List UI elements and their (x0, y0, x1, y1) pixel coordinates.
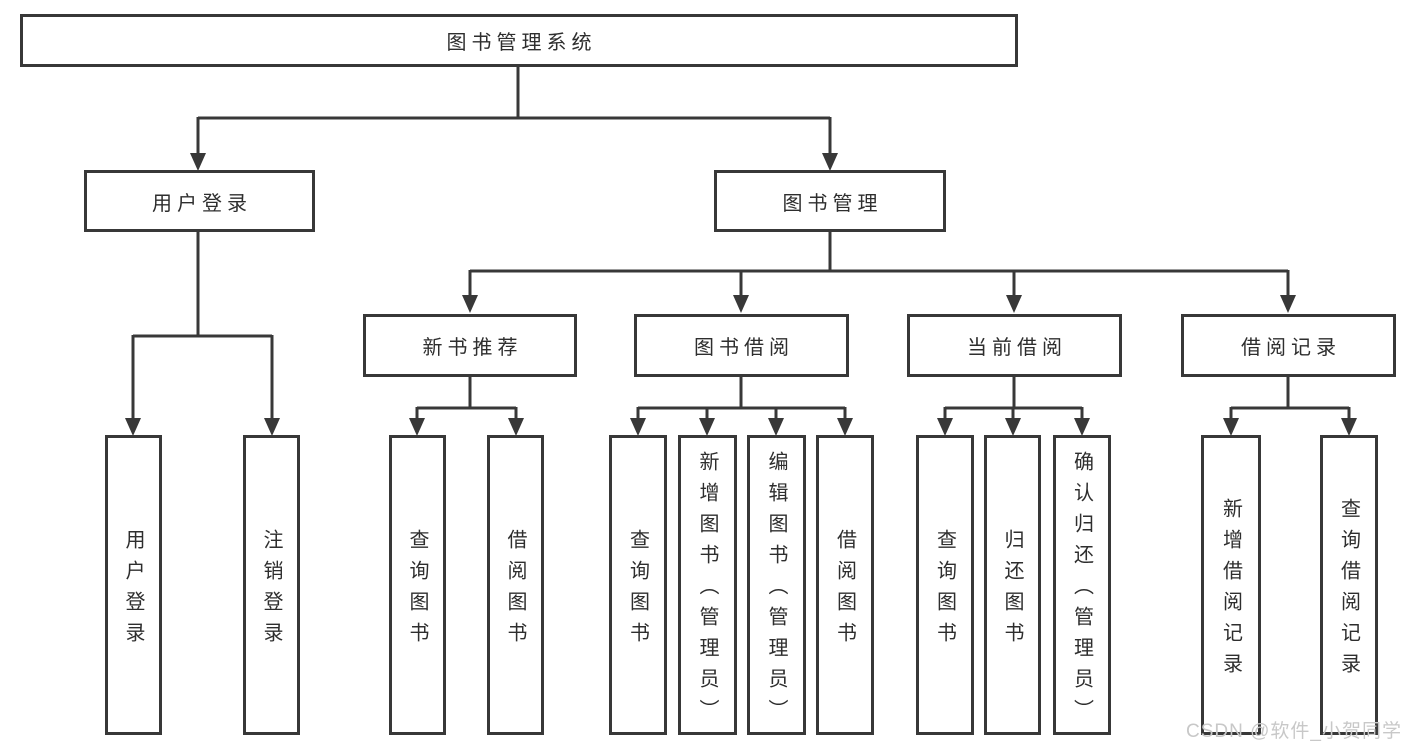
node-book-management: 图书管理 (714, 170, 946, 232)
leaf-add-book-admin: 新增图书（管理员） (678, 435, 737, 735)
node-label: 新增图书（管理员） (696, 451, 718, 730)
node-library-management-system: 图书管理系统 (20, 14, 1018, 67)
node-label: 查询借阅记录 (1337, 497, 1360, 684)
leaf-borrow-books: 借阅图书 (487, 435, 544, 735)
node-book-borrowing: 图书借阅 (634, 314, 849, 377)
leaf-query-books: 查询图书 (916, 435, 974, 735)
leaf-borrow-books: 借阅图书 (816, 435, 874, 735)
node-label: 归还图书 (1001, 528, 1023, 653)
node-current-borrowing: 当前借阅 (907, 314, 1122, 377)
leaf-return-book: 归还图书 (984, 435, 1041, 735)
node-label: 用户登录 (152, 192, 252, 215)
node-label: 借阅图书 (833, 528, 856, 653)
leaf-query-borrow-record: 查询借阅记录 (1320, 435, 1378, 735)
node-label: 新增借阅记录 (1219, 497, 1242, 684)
node-label: 用户登录 (122, 528, 144, 653)
node-label: 查询图书 (626, 528, 649, 653)
node-label: 图书借阅 (694, 337, 794, 359)
node-label: 当前借阅 (967, 337, 1067, 359)
leaf-query-books: 查询图书 (609, 435, 667, 735)
node-label: 图书管理 (782, 192, 883, 215)
leaf-query-books: 查询图书 (389, 435, 446, 735)
node-label: 确认归还（管理员） (1070, 451, 1093, 730)
leaf-edit-book-admin: 编辑图书（管理员） (747, 435, 806, 735)
node-label: 借阅记录 (1241, 337, 1341, 359)
leaf-add-borrow-record: 新增借阅记录 (1201, 435, 1261, 735)
leaf-logout: 注销登录 (243, 435, 300, 735)
node-label: 注销登录 (260, 528, 282, 653)
node-label: 图书管理系统 (446, 32, 597, 54)
node-label: 借阅图书 (504, 528, 526, 653)
leaf-user-login: 用户登录 (105, 435, 162, 735)
leaf-confirm-return-admin: 确认归还（管理员） (1053, 435, 1111, 735)
node-borrowing-records: 借阅记录 (1181, 314, 1396, 377)
node-new-book-recommend: 新书推荐 (363, 314, 577, 377)
connector-elbow-lines (131, 66, 1351, 425)
node-label: 编辑图书（管理员） (765, 451, 787, 730)
node-user-login: 用户登录 (84, 170, 315, 232)
node-label: 查询图书 (933, 528, 956, 653)
csdn-watermark: CSDN @软件_小贺同学 (1186, 721, 1402, 742)
node-label: 查询图书 (406, 528, 428, 653)
node-label: 新书推荐 (422, 337, 523, 359)
